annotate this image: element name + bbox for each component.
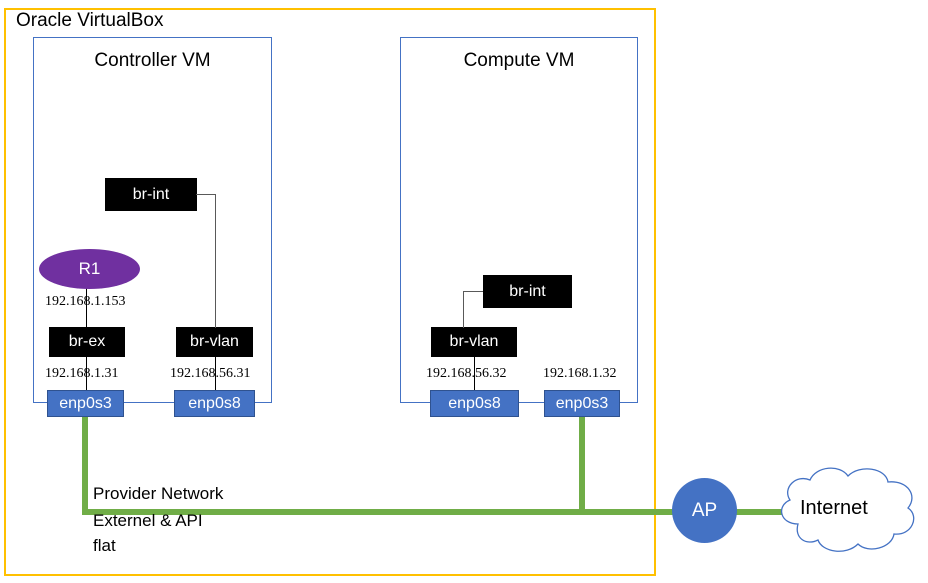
controller-nic-enp0s8[interactable]: enp0s8 xyxy=(174,390,255,417)
ap-to-internet-link xyxy=(734,509,782,515)
provider-link-trunk xyxy=(82,509,676,515)
cloud-icon xyxy=(780,467,915,552)
compute-brint-brvlan-wire-h xyxy=(463,291,483,292)
compute-vm-box xyxy=(400,37,638,403)
controller-brint-brvlan-wire-h xyxy=(196,194,216,195)
controller-vm-box xyxy=(33,37,272,403)
oracle-virtualbox-label: Oracle VirtualBox xyxy=(16,10,164,31)
controller-br-ex-node[interactable]: br-ex xyxy=(49,327,125,357)
compute-nic-enp0s8[interactable]: enp0s8 xyxy=(430,390,519,417)
internet-label: Internet xyxy=(800,497,868,519)
controller-br-int-node[interactable]: br-int xyxy=(105,178,197,211)
provider-network-flat-label: flat xyxy=(93,536,116,555)
controller-br-vlan-node[interactable]: br-vlan xyxy=(176,327,253,357)
controller-router-r1-node[interactable]: R1 xyxy=(39,249,140,289)
controller-brvlan-ip-label: 192.168.56.31 xyxy=(170,366,251,381)
compute-br-int-node[interactable]: br-int xyxy=(483,275,572,308)
compute-brvlan-ip-label: 192.168.56.32 xyxy=(426,366,507,381)
brex-to-enp0s3-wire xyxy=(86,356,87,394)
controller-router-ip-label: 192.168.1.153 xyxy=(45,294,126,310)
router-to-brex-wire xyxy=(86,283,87,328)
compute-ext-ip-label: 192.168.1.32 xyxy=(543,366,617,381)
controller-brint-brvlan-wire-v xyxy=(215,194,216,328)
access-point-node[interactable]: AP xyxy=(672,478,737,543)
controller-brex-ip-label: 192.168.1.31 xyxy=(45,366,119,381)
controller-vm-title: Controller VM xyxy=(94,50,211,71)
compute-brvlan-to-enp0s8-wire xyxy=(474,357,475,394)
provider-link-controller-drop xyxy=(82,416,88,515)
controller-nic-enp0s3[interactable]: enp0s3 xyxy=(47,390,124,417)
oracle-virtualbox-frame xyxy=(4,8,656,576)
compute-nic-enp0s3[interactable]: enp0s3 xyxy=(544,390,620,417)
compute-brint-brvlan-wire-v xyxy=(463,291,464,328)
provider-network-type-label: Externel & API xyxy=(93,511,203,530)
brvlan-to-enp0s8-wire xyxy=(215,356,216,394)
internet-cloud-shape xyxy=(768,462,923,558)
compute-vm-title: Compute VM xyxy=(463,50,575,71)
provider-link-compute-drop xyxy=(579,416,585,515)
provider-network-label: Provider Network xyxy=(93,484,224,503)
compute-br-vlan-node[interactable]: br-vlan xyxy=(431,327,517,357)
